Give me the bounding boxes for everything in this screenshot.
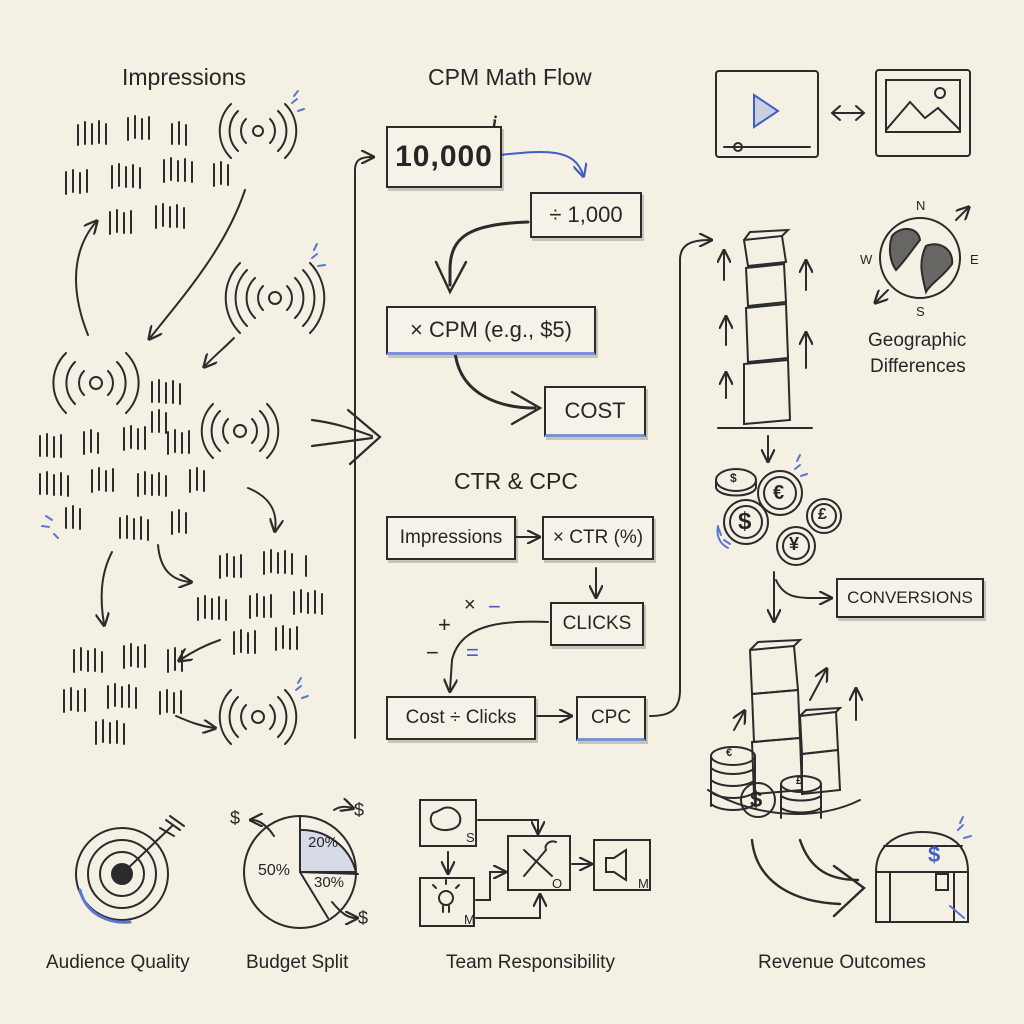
conversions-box: CONVERSIONS [836,578,984,618]
team-label-o: O [552,876,563,891]
team-responsibility-label: Team Responsibility [446,952,615,973]
cpm-flow-title: CPM Math Flow [428,64,592,90]
budget-symbol-3: $ [358,908,369,928]
cost-result-box: COST [544,386,646,437]
cube-tower-icon [717,228,813,460]
times-ctr-box: × CTR (%) [542,516,654,560]
budget-split-label: Budget Split [246,952,349,973]
clicks-box: CLICKS [550,602,644,646]
team-label-s: S [466,830,475,845]
compass-e: E [970,252,979,267]
multiply-cpm-box: × CPM (e.g., $5) [386,306,596,355]
treasure-chest-icon [874,830,970,923]
op-minus-blue: − [488,594,501,619]
globe-icon [876,208,968,302]
budget-slice-50: 50% [258,862,291,879]
team-cards [419,799,651,927]
op-times: × [464,594,476,616]
op-minus: − [426,640,439,665]
geo-label-line1: Geographic [868,330,967,351]
divide-step-box: ÷ 1,000 [530,192,642,238]
cost-div-clicks-box: Cost ÷ Clicks [386,696,536,740]
team-label-m2: M [638,876,649,891]
compass-n: N [916,198,926,213]
chest-dollar: $ [928,842,941,867]
revenue-coin-dollar: $ [750,787,763,812]
revenue-outcomes-label: Revenue Outcomes [758,952,926,973]
compass-s: S [916,304,925,319]
team-label-m1: M [464,912,475,927]
target-icon [75,815,185,924]
coin-label-5: ¥ [789,534,800,554]
info-icon: i [492,112,498,132]
revenue-stack-icon [707,638,860,819]
signal-icons [52,103,326,745]
revenue-coin-pound: £ [796,775,803,787]
budget-slice-30: 30% [314,874,345,891]
coin-label-2: € [773,482,785,504]
compass-w: W [860,252,873,267]
audience-quality-label: Audience Quality [46,952,190,973]
coin-label-1: $ [730,471,737,485]
ctr-impressions-box: Impressions [386,516,516,560]
budget-symbol-1: $ [230,808,241,828]
tally-marks [39,115,323,745]
image-card-icon [875,69,971,157]
coin-label-4: $ [738,508,752,535]
budget-slice-20: 20% [308,834,339,851]
op-plus: + [438,612,451,637]
accent-marks [41,90,972,839]
impressions-title: Impressions [122,64,246,90]
impressions-value-box: 10,000 [386,126,502,188]
cpc-box: CPC [576,696,646,741]
geo-label-line2: Differences [870,356,966,377]
coins-icon [715,468,842,566]
coin-label-3: £ [818,506,827,523]
budget-symbol-2: $ [354,800,365,820]
ctr-cpc-title: CTR & CPC [454,468,578,494]
op-equals: = [466,640,479,665]
video-card-icon [715,70,819,158]
revenue-coin-euro: € [726,747,733,759]
budget-pie-icon [243,807,359,929]
